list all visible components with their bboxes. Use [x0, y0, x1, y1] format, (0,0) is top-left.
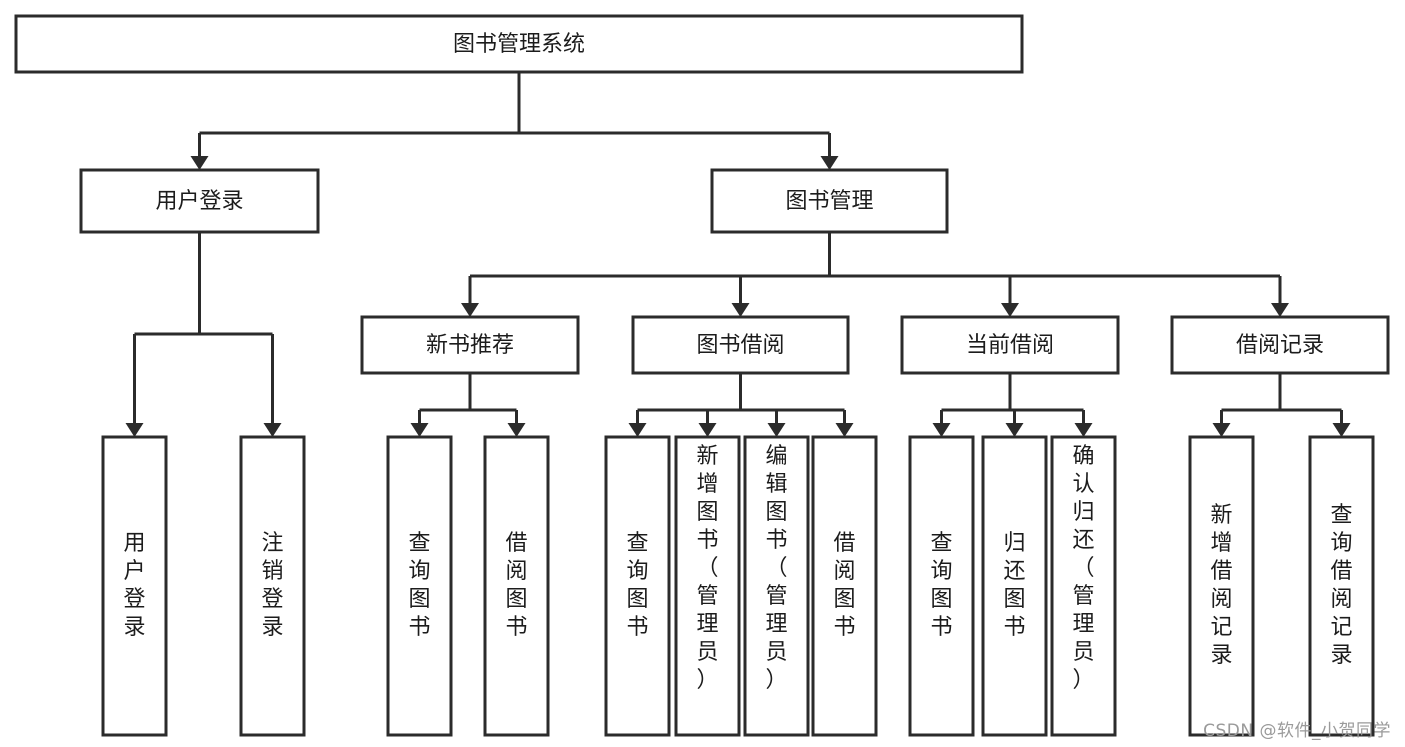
leaf-node-leaf-add-record-label: 新增借阅记录 — [1210, 503, 1232, 668]
leaf-node-leaf-query-book-1-outline — [386, 435, 453, 737]
leaf-node-leaf-user-login[interactable]: 用户登录 — [101, 435, 168, 737]
node-book-borrow-outline — [631, 315, 850, 375]
leaf-node-leaf-add-book-admin-label: 新增图书（管理员） — [696, 444, 718, 693]
leaf-node-leaf-return-book-outline — [981, 435, 1048, 737]
node-current-borrow-outline — [900, 315, 1120, 375]
node-book-borrow[interactable]: 图书借阅 — [631, 315, 850, 375]
leaf-node-leaf-confirm-return-label: 确认归还（管理员） — [1072, 444, 1094, 693]
leaf-node-leaf-query-book-3[interactable]: 查询图书 — [908, 435, 975, 737]
leaf-node-leaf-borrow-book-2[interactable]: 借阅图书 — [811, 435, 878, 737]
leaf-node-leaf-return-book[interactable]: 归还图书 — [981, 435, 1048, 737]
node-borrow-record[interactable]: 借阅记录 — [1170, 315, 1390, 375]
edge-book-mgmt-to-current-borrow-arrowhead — [1001, 303, 1019, 317]
leaf-node-leaf-borrow-book-1-outline — [483, 435, 550, 737]
leaf-node-leaf-query-record[interactable]: 查询借阅记录 — [1308, 435, 1375, 737]
node-book-management[interactable]: 图书管理 — [710, 168, 949, 234]
node-layer: 图书管理系统用户登录图书管理新书推荐图书借阅当前借阅借阅记录用户登录注销登录查询… — [14, 14, 1390, 737]
leaf-node-leaf-borrow-book-2-outline — [811, 435, 878, 737]
edge-new-book-recommend-to-leaf-borrow-book-1-arrowhead — [507, 423, 526, 437]
root-node-book-management-system-label: 图书管理系统 — [453, 32, 585, 57]
leaf-node-leaf-confirm-return-outline — [1050, 435, 1117, 737]
node-new-book-recommend-label: 新书推荐 — [426, 333, 514, 358]
edge-new-book-recommend-to-leaf-query-book-1-arrowhead — [410, 423, 429, 437]
root-node-book-management-system[interactable]: 图书管理系统 — [14, 14, 1024, 74]
leaf-node-leaf-query-book-1-label: 查询图书 — [408, 531, 430, 640]
leaf-node-leaf-query-book-3-outline — [908, 435, 975, 737]
node-user-login-label: 用户登录 — [155, 189, 243, 214]
leaf-node-leaf-add-record-outline — [1188, 435, 1255, 737]
edge-book-mgmt-to-book-borrow-arrowhead — [731, 303, 750, 317]
leaf-node-leaf-query-book-2-outline — [604, 435, 671, 737]
edge-user-login-to-leaf-user-login-arrowhead — [125, 423, 144, 437]
leaf-node-leaf-add-book-admin-outline — [674, 435, 741, 737]
edge-book-mgmt-to-borrow-record-arrowhead — [1271, 303, 1289, 317]
edge-book-borrow-to-leaf-edit-book-admin-arrowhead — [767, 423, 786, 437]
edge-user-login-to-leaf-user-logout-arrowhead — [263, 423, 282, 437]
edge-borrow-record-to-leaf-add-record-arrowhead — [1212, 423, 1231, 437]
node-user-login[interactable]: 用户登录 — [79, 168, 320, 234]
leaf-node-leaf-add-record[interactable]: 新增借阅记录 — [1188, 435, 1255, 737]
node-borrow-record-label: 借阅记录 — [1236, 333, 1324, 358]
leaf-node-leaf-user-login-outline — [101, 435, 168, 737]
edge-current-borrow-to-leaf-return-book-arrowhead — [1005, 423, 1024, 437]
leaf-node-leaf-edit-book-admin-label: 编辑图书（管理员） — [765, 444, 787, 693]
node-current-borrow[interactable]: 当前借阅 — [900, 315, 1120, 375]
edge-root-to-book-management-arrowhead — [820, 156, 839, 170]
leaf-node-leaf-query-book-1[interactable]: 查询图书 — [386, 435, 453, 737]
leaf-node-leaf-query-book-2-label: 查询图书 — [626, 531, 648, 640]
node-current-borrow-label: 当前借阅 — [966, 333, 1054, 358]
leaf-node-leaf-user-logout[interactable]: 注销登录 — [239, 435, 306, 737]
node-borrow-record-outline — [1170, 315, 1390, 375]
edge-book-borrow-to-leaf-query-book-2-arrowhead — [628, 423, 647, 437]
node-book-management-label: 图书管理 — [785, 189, 873, 214]
leaf-node-leaf-query-record-outline — [1308, 435, 1375, 737]
leaf-node-leaf-borrow-book-1[interactable]: 借阅图书 — [483, 435, 550, 737]
leaf-node-leaf-edit-book-admin-outline — [743, 435, 810, 737]
leaf-node-leaf-query-book-3-label: 查询图书 — [930, 531, 952, 640]
leaf-node-leaf-confirm-return[interactable]: 确认归还（管理员） — [1050, 435, 1117, 737]
edge-current-borrow-to-leaf-confirm-return-arrowhead — [1074, 423, 1093, 437]
edge-book-borrow-to-leaf-add-book-admin-arrowhead — [698, 423, 717, 437]
leaf-node-leaf-query-book-2[interactable]: 查询图书 — [604, 435, 671, 737]
leaf-node-leaf-return-book-label: 归还图书 — [1003, 531, 1025, 640]
edge-book-borrow-to-leaf-borrow-book-2-arrowhead — [835, 423, 854, 437]
leaf-node-leaf-user-logout-label: 注销登录 — [261, 531, 283, 640]
edge-current-borrow-to-leaf-query-book-3-arrowhead — [932, 423, 951, 437]
connector-layer — [125, 72, 1351, 437]
leaf-node-leaf-borrow-book-2-label: 借阅图书 — [833, 531, 855, 640]
node-user-login-outline — [79, 168, 320, 234]
leaf-node-leaf-add-book-admin[interactable]: 新增图书（管理员） — [674, 435, 741, 737]
leaf-node-leaf-borrow-book-1-label: 借阅图书 — [505, 531, 527, 640]
leaf-node-leaf-edit-book-admin[interactable]: 编辑图书（管理员） — [743, 435, 810, 737]
root-node-book-management-system-outline — [14, 14, 1024, 74]
leaf-node-leaf-user-logout-outline — [239, 435, 306, 737]
node-new-book-recommend[interactable]: 新书推荐 — [360, 315, 580, 375]
leaf-node-leaf-user-login-label: 用户登录 — [123, 531, 145, 640]
leaf-node-leaf-query-record-label: 查询借阅记录 — [1330, 503, 1352, 668]
edge-borrow-record-to-leaf-query-record-arrowhead — [1332, 423, 1351, 437]
edge-book-mgmt-to-new-book-recommend-arrowhead — [461, 303, 479, 317]
edge-root-to-user-login-arrowhead — [190, 156, 209, 170]
node-new-book-recommend-outline — [360, 315, 580, 375]
node-book-management-outline — [710, 168, 949, 234]
node-book-borrow-label: 图书借阅 — [696, 333, 784, 358]
